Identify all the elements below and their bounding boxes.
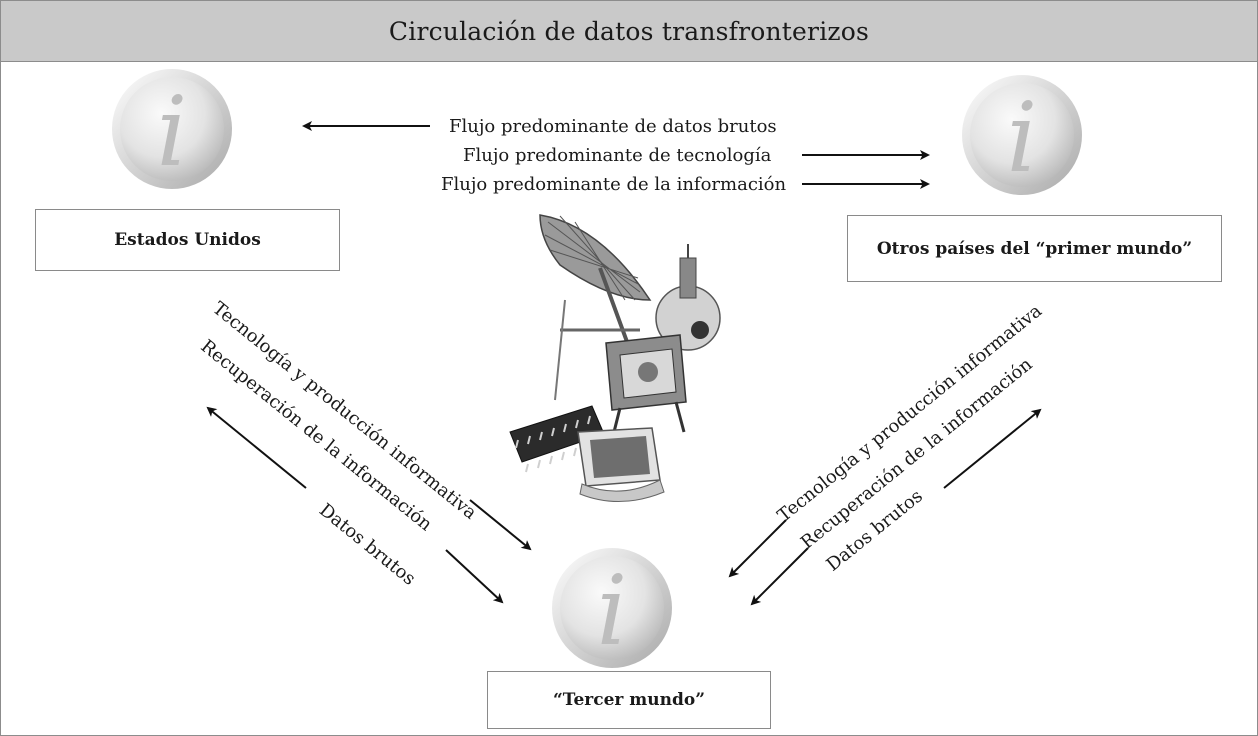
arrow-left-up	[206, 406, 307, 489]
info-letter: i	[157, 76, 188, 188]
info-letter: i	[597, 555, 628, 667]
node-us: Estados Unidos	[35, 209, 340, 271]
node-first-world: Otros países del “primer mundo”	[847, 215, 1222, 282]
info-icon-first-world: i	[962, 75, 1082, 195]
info-icon-third-world: i	[552, 548, 672, 668]
diagram-title: Circulación de datos transfronterizos	[1, 1, 1257, 62]
arrow-right-up	[943, 408, 1042, 489]
node-third-world: “Tercer mundo”	[487, 671, 771, 729]
info-icon-us: i	[112, 69, 232, 189]
satellite-icon	[655, 244, 721, 351]
satellite-dish-icon	[539, 214, 652, 401]
arrow-right-down-2	[750, 547, 809, 606]
arrow-left-down-2	[445, 549, 504, 604]
top-flow-raw-data: Flujo predominante de datos brutos	[449, 116, 777, 137]
info-letter: i	[1007, 82, 1038, 194]
monitor-icon	[577, 427, 665, 502]
arrow-right-down-1	[728, 519, 787, 578]
telecom-collage-image	[509, 214, 721, 502]
arrow-left-down-1	[469, 499, 532, 551]
top-flow-information: Flujo predominante de la información	[441, 174, 787, 195]
top-flow-technology: Flujo predominante de tecnología	[463, 145, 772, 166]
flow-arrows	[206, 121, 1042, 606]
television-icon	[605, 334, 687, 441]
